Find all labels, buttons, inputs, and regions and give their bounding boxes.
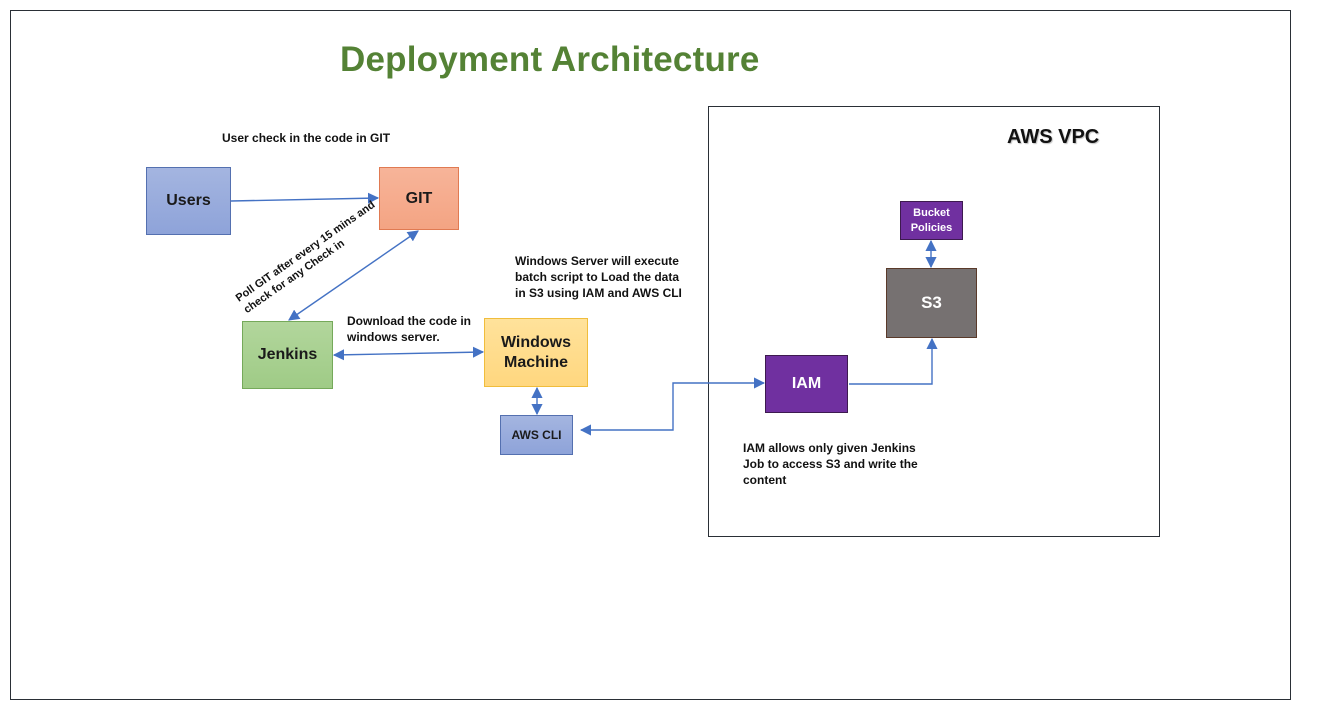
aws-vpc-group (708, 106, 1160, 537)
node-windows-machine[interactable]: Windows Machine (484, 318, 588, 387)
node-users-label: Users (166, 192, 211, 209)
node-iam-label: IAM (791, 375, 822, 392)
node-aws-cli-label: AWS CLI (511, 427, 562, 442)
node-s3-label: S3 (921, 293, 942, 313)
node-users[interactable]: Users (146, 167, 231, 235)
annotation-iam: IAM allows only given Jenkins Job to acc… (743, 441, 918, 487)
annotation-download-code: Download the code in windows server. (347, 314, 472, 344)
aws-vpc-label: AWS VPC (1007, 126, 1100, 148)
diagram-frame (10, 10, 1291, 700)
node-bucket-policies[interactable]: Bucket Policies (900, 201, 963, 240)
node-git[interactable]: GIT (379, 167, 459, 230)
node-bucket-policies-label: Bucket Policies (910, 206, 953, 234)
diagram-title: Deployment Architecture (340, 40, 760, 79)
node-jenkins[interactable]: Jenkins (242, 321, 333, 389)
node-aws-cli[interactable]: AWS CLI (500, 415, 573, 455)
node-git-label: GIT (405, 189, 433, 207)
node-s3[interactable]: S3 (886, 268, 977, 338)
node-windows-label: Windows Machine (500, 333, 572, 371)
node-iam[interactable]: IAM (765, 355, 848, 413)
annotation-windows-server: Windows Server will execute batch script… (515, 254, 682, 300)
annotation-user-checkin: User check in the code in GIT (222, 131, 391, 145)
node-jenkins-label: Jenkins (257, 346, 318, 363)
